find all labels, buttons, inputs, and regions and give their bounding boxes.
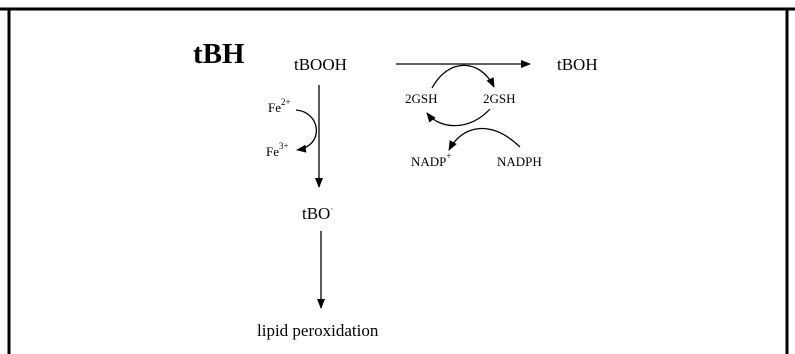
diagram-title: tBH (193, 38, 245, 70)
arrow-fe2-to-fe3 (295, 109, 318, 153)
node-fe2: Fe2+ (268, 98, 291, 115)
node-fe3: Fe3+ (266, 142, 289, 159)
fe3-charge: 3+ (279, 141, 289, 151)
tbo-label: tBO (302, 204, 331, 223)
node-gsh-right: 2GSH (483, 91, 516, 106)
node-nadp: NADP+ (411, 152, 451, 169)
fe3-label: Fe (266, 144, 279, 159)
arrow-gsh-regeneration (426, 108, 491, 127)
arrow-nadph-to-nadp (448, 127, 521, 151)
tbo-radical-dot: · (330, 204, 334, 214)
arrow-gsh-oxidation (431, 64, 495, 89)
node-tbooh: tBOOH (294, 55, 347, 74)
fe2-label: Fe (268, 100, 281, 115)
node-lipid-peroxidation: lipid peroxidation (257, 321, 379, 340)
fe2-charge: 2+ (281, 97, 291, 107)
node-tbo-radical: tBO· (302, 204, 334, 223)
node-tboh: tBOH (557, 55, 598, 74)
node-nadph: NADPH (497, 154, 542, 169)
nadp-charge: + (446, 151, 452, 161)
nadp-label: NADP (411, 154, 447, 169)
node-gsh-left: 2GSH (405, 91, 438, 106)
